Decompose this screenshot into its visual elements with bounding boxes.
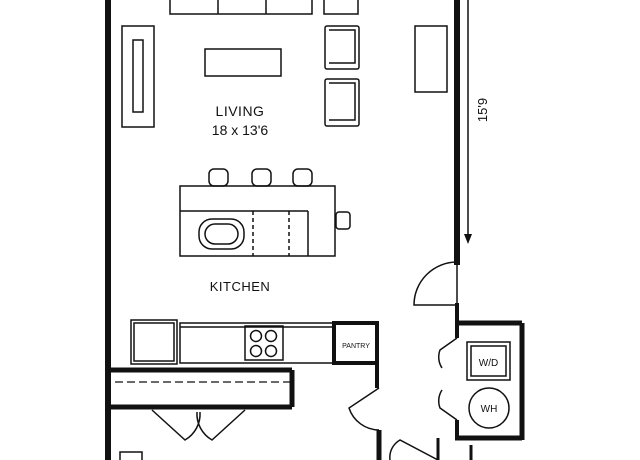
dimension-arrow (464, 234, 472, 244)
washer-dryer-label: W/D (479, 358, 498, 369)
armchair-1-back (329, 29, 356, 64)
sofa (169, 0, 313, 15)
refrigerator-inner (133, 322, 175, 362)
armchair-1 (324, 25, 360, 70)
console-left-inner (132, 39, 144, 113)
laundry-closet (455, 320, 525, 440)
sink-inner (204, 223, 239, 245)
living-furniture (121, 0, 448, 128)
tv-console (414, 25, 448, 93)
stool-3 (292, 168, 313, 187)
stool-1 (208, 168, 229, 187)
burner (249, 329, 263, 343)
armchair-2 (324, 78, 360, 127)
water-heater (468, 387, 510, 429)
washer-dryer-outer (466, 341, 511, 381)
laundry-door-swing-upper (437, 337, 458, 369)
burner (249, 344, 263, 358)
dimension-label: 15'9 (475, 98, 490, 122)
stool-2 (251, 168, 272, 187)
doors (119, 261, 458, 460)
closet-door-left (151, 409, 201, 441)
closet-door-right (196, 409, 246, 441)
console-left (121, 25, 155, 128)
living-room-name: LIVING (216, 103, 265, 119)
island-end-stool (335, 211, 351, 230)
cooktop (244, 325, 284, 361)
lower-left-fixture (119, 451, 143, 460)
hall-door-swing (348, 387, 380, 431)
kitchen-counter (130, 319, 335, 365)
armchair-2-back (329, 82, 356, 121)
kitchen-island (179, 168, 351, 257)
sink-outer (198, 218, 245, 250)
kitchen-room-name: KITCHEN (210, 279, 271, 294)
pantry: PANTRY (332, 321, 379, 365)
burner (264, 344, 278, 358)
side-table (323, 0, 359, 15)
exterior-walls (105, 0, 460, 460)
refrigerator-outer (130, 319, 178, 365)
entry-door-swing (413, 261, 458, 306)
burner (264, 329, 278, 343)
coffee-table (204, 48, 282, 77)
pantry-label: PANTRY (342, 343, 370, 350)
interior-walls (108, 323, 522, 460)
lower-door-swing (389, 439, 439, 460)
washer-dryer-inner (470, 345, 507, 377)
living-room-dimensions: 18 x 13'6 (212, 122, 269, 138)
water-heater-label: WH (481, 404, 498, 415)
laundry-door-swing-lower (437, 389, 458, 421)
dimension-line-vertical: 15'9 (464, 0, 490, 244)
